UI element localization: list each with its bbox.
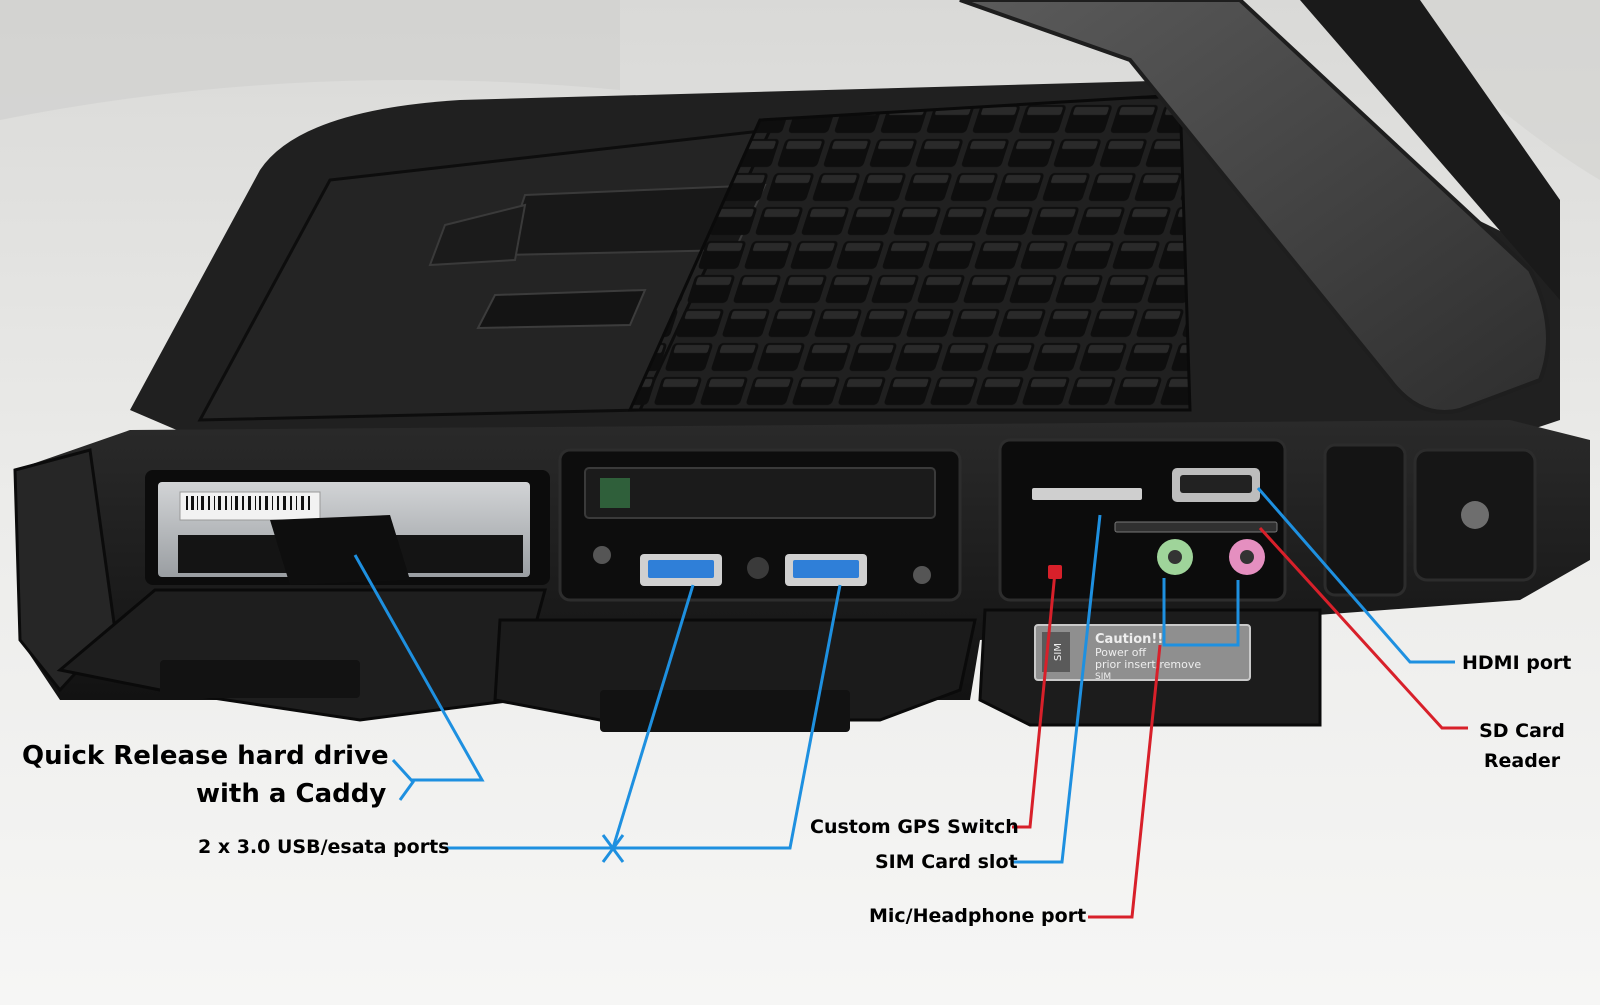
label-hard-drive-line1: Quick Release hard drive <box>22 741 389 771</box>
sim-card-slot <box>1032 488 1142 500</box>
io-bay <box>998 438 1287 602</box>
expresscard-slot <box>584 467 936 519</box>
callout-gps <box>1012 571 1057 829</box>
usb-port-2-tongue <box>793 560 859 578</box>
fingerprint-reader <box>476 288 647 330</box>
port-cover <box>1323 443 1407 597</box>
door-latch <box>600 690 850 732</box>
caution-line-2: prior insert/remove <box>1095 658 1201 671</box>
screen-lid <box>959 0 1550 414</box>
label-sim-slot: SIM Card slot <box>875 851 1018 873</box>
label-sd-line2: Reader <box>1483 750 1561 772</box>
usb-port-1-tongue <box>648 560 714 578</box>
hdmi-port-inner <box>1180 475 1252 493</box>
callout-hdmi <box>1256 487 1455 664</box>
caution-line-3: SIM <box>1095 672 1111 682</box>
screw <box>593 546 611 564</box>
screw <box>913 566 931 584</box>
callout-mic-headphone <box>1088 644 1162 919</box>
label-gps-switch: Custom GPS Switch <box>810 816 1019 838</box>
screw <box>1461 501 1489 529</box>
label-hdmi: HDMI port <box>1462 652 1572 674</box>
door-latch <box>160 660 360 698</box>
caddy-tab <box>270 515 410 585</box>
caution-line-1: Power off <box>1095 646 1146 659</box>
callout-usb <box>445 584 842 850</box>
label-sd-line1: SD Card <box>1479 720 1565 742</box>
touchpad-buttons <box>428 203 527 267</box>
label-hard-drive-line2: with a Caddy <box>196 779 387 809</box>
callout-hard-drive <box>353 554 485 782</box>
caution-title: Caution!! <box>1095 632 1163 647</box>
screw <box>747 557 769 579</box>
label-mic-headphone: Mic/Headphone port <box>869 905 1087 927</box>
callout-audio-bracket <box>1162 578 1240 647</box>
lid-edge <box>1300 0 1560 300</box>
sheet-fold <box>0 0 620 120</box>
callout-sd <box>1258 526 1468 730</box>
sd-card-slot <box>1114 521 1278 533</box>
label-usb-ports: 2 x 3.0 USB/esata ports <box>198 836 450 858</box>
sim-cover-label: SIM <box>1053 643 1064 661</box>
barcode <box>186 496 310 510</box>
callout-sim <box>1012 514 1102 864</box>
expresscard-pcb <box>600 478 630 508</box>
callout-lines <box>353 487 1468 919</box>
caution-sticker <box>1034 624 1251 681</box>
